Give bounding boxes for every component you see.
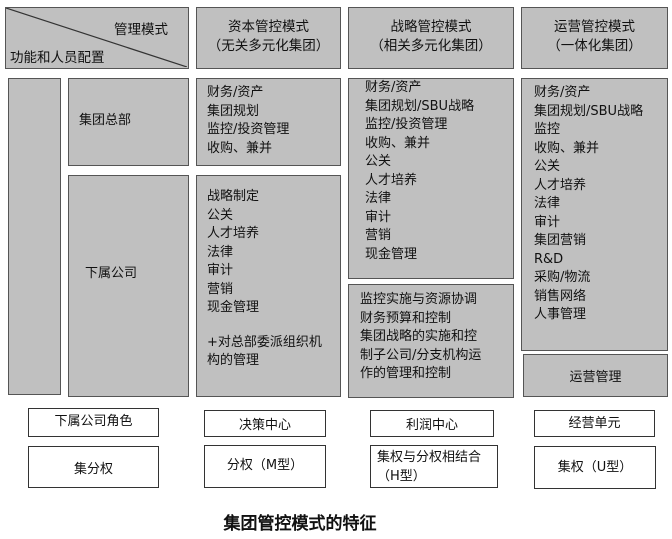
list-item: +对总部委派组织机 <box>207 334 322 350</box>
power-operational: 集权（U型） <box>534 446 656 489</box>
list-item: 构的管理 <box>207 353 260 368</box>
list-item: 集团规划 <box>207 103 260 119</box>
list-item: 人才培养 <box>207 226 260 241</box>
list-item: 财务/资产 <box>207 85 264 100</box>
list-item: 公关 <box>534 159 561 174</box>
list-item: 审计 <box>365 209 392 225</box>
list-item: 审计 <box>207 263 234 278</box>
list-item: 采购/物流 <box>534 270 591 285</box>
role-text: 利润中心 <box>405 418 458 433</box>
list-item: 财务预算和控制 <box>360 310 452 326</box>
diagram-caption: 集团管控模式的特征 <box>223 514 377 534</box>
list-item: 财务/资产 <box>365 80 422 95</box>
roles-label: 下属公司角色 <box>28 408 159 437</box>
operational-sub-text: 运营管理 <box>569 370 622 385</box>
diagonal-line <box>6 8 187 67</box>
list-item: 公关 <box>207 207 234 223</box>
list-item: 制子公司/分支机构运 <box>360 347 482 363</box>
list-item: 人才培养 <box>365 172 418 188</box>
row-label-text: 下属公司 <box>85 265 138 281</box>
roles-label-text: 下属公司角色 <box>54 414 133 429</box>
list-item: 法律 <box>365 191 392 206</box>
capital-hq-box: 财务/资产 集团规划 监控/投资管理 收购、兼并 <box>196 78 341 166</box>
list-item: 监控 <box>534 122 561 137</box>
list-item: 人才培养 <box>534 177 587 193</box>
list-item: 收购、兼并 <box>207 140 273 156</box>
list-item: 营销 <box>207 281 234 297</box>
capital-sub-box: 战略制定 公关 人才培养 法律 审计 营销 现金管理 +对总部委派组织机 构的管… <box>196 175 341 397</box>
power-capital: 分权（M型） <box>204 445 326 488</box>
row-label-hq: 集团总部 <box>68 78 189 166</box>
header-subtitle: （相关多元化集团） <box>370 38 492 54</box>
list-item: 收购、兼并 <box>365 135 431 151</box>
role-capital: 决策中心 <box>204 410 326 437</box>
left-bar <box>8 78 61 395</box>
corner-top-label: 管理模式 <box>114 22 168 38</box>
corner-bottom-label: 功能和人员配置 <box>10 50 105 66</box>
row-label-sub: 下属公司 <box>68 175 189 397</box>
header-corner: 管理模式 功能和人员配置 <box>5 7 189 69</box>
power-text: 集权与分权相结合（H型） <box>377 450 482 484</box>
role-strategic: 利润中心 <box>370 410 494 437</box>
list-item: R&D <box>534 251 564 267</box>
power-label-text: 集分权 <box>73 461 113 477</box>
list-item: 营销 <box>365 228 392 243</box>
power-text: 分权（M型） <box>226 458 304 473</box>
header-strategic: 战略管控模式 （相关多元化集团） <box>348 7 514 69</box>
strategic-hq-box: 财务/资产 集团规划/SBU战略 监控/投资管理 收购、兼并 公关 人才培养 法… <box>348 78 514 279</box>
operational-hq-box: 财务/资产 集团规划/SBU战略 监控 收购、兼并 公关 人才培养 法律 审计 … <box>521 78 668 351</box>
role-text: 决策中心 <box>238 418 291 433</box>
list-item: 收购、兼并 <box>534 140 600 156</box>
header-subtitle: （一体化集团） <box>547 38 642 54</box>
list-item: 法律 <box>207 244 234 260</box>
list-item: 监控实施与资源协调 <box>360 292 478 307</box>
role-text: 经营单元 <box>568 416 621 431</box>
list-item: 现金管理 <box>207 300 260 315</box>
header-title: 资本管控模式 <box>228 19 309 35</box>
role-operational: 经营单元 <box>534 410 655 437</box>
list-item: 公关 <box>365 154 392 169</box>
header-title: 运营管控模式 <box>554 19 635 35</box>
list-item: 销售网络 <box>534 288 587 304</box>
power-label: 集分权 <box>28 446 159 488</box>
list-item: 集团战略的实施和控 <box>360 329 478 344</box>
list-item: 战略制定 <box>207 189 260 204</box>
list-item: 作的管理和控制 <box>360 366 452 381</box>
list-item: 审计 <box>534 214 561 230</box>
header-operational: 运营管控模式 （一体化集团） <box>521 7 668 69</box>
list-item: 监控/投资管理 <box>207 122 290 137</box>
header-subtitle: （无关多元化集团） <box>207 38 330 54</box>
power-strategic: 集权与分权相结合（H型） <box>370 445 498 488</box>
list-item: 现金管理 <box>365 246 418 262</box>
header-capital: 资本管控模式 （无关多元化集团） <box>196 7 341 69</box>
strategic-sub-box: 监控实施与资源协调 财务预算和控制 集团战略的实施和控 制子公司/分支机构运 作… <box>348 284 514 398</box>
operational-sub-box: 运营管理 <box>523 354 668 397</box>
list-item: 集团规划/SBU战略 <box>534 103 644 119</box>
list-item: 监控/投资管理 <box>365 117 448 132</box>
list-item: 集团规划/SBU战略 <box>365 98 475 114</box>
list-item: 人事管理 <box>534 307 587 322</box>
power-text: 集权（U型） <box>557 460 633 475</box>
list-item: 法律 <box>534 196 561 211</box>
list-item: 集团营销 <box>534 233 587 248</box>
list-item: 财务/资产 <box>534 85 591 100</box>
header-title: 战略管控模式 <box>390 19 472 35</box>
row-label-text: 集团总部 <box>79 112 132 128</box>
